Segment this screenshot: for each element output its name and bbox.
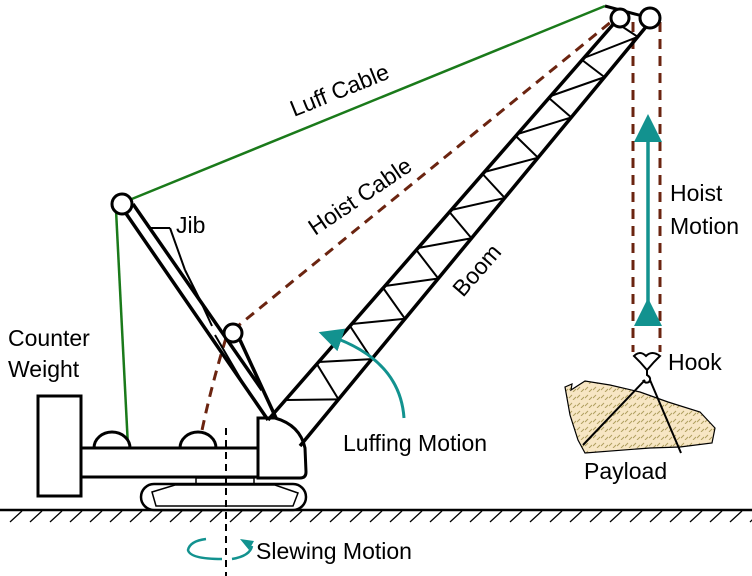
boom-lattice-strut [318, 358, 372, 363]
ground-hatch [409, 510, 423, 523]
ground-hatch [589, 510, 603, 523]
slewing-arrowhead [240, 539, 254, 550]
dome-right [178, 430, 218, 449]
boom-lattice-strut [451, 196, 505, 211]
ground-hatch [49, 510, 63, 523]
ground-hatch [489, 510, 503, 523]
boom-lattice-strut [384, 277, 439, 287]
boom-pulley-inner [609, 7, 631, 29]
jib [123, 203, 278, 421]
boom-lattice-strut [285, 398, 339, 401]
boom-lattice-strut [517, 116, 572, 135]
ground-hatch [529, 510, 543, 523]
ground-hatch [29, 510, 43, 523]
ground-hatch [129, 510, 143, 523]
ground-hatch [449, 510, 463, 523]
ground-hatch [249, 510, 263, 523]
payload [564, 380, 716, 454]
boom-lattice-strut [548, 97, 572, 119]
boom-lattice-strut [415, 249, 440, 280]
ground [0, 508, 752, 523]
ground-hatch [149, 510, 163, 523]
slings [582, 379, 682, 454]
crane-beam [79, 446, 261, 479]
ground-hatch [669, 510, 683, 523]
boom-lattice-strut [351, 317, 406, 325]
jib-top-pulley [110, 192, 134, 216]
slewing-motion-label: Slewing Motion [256, 538, 412, 564]
luffing-motion-label: Luffing Motion [343, 430, 487, 456]
payload-label: Payload [584, 458, 667, 484]
ground-hatch [209, 510, 223, 523]
luffing-motion-arrow [318, 328, 406, 419]
ground-hatch [169, 510, 183, 523]
ground-hatch [469, 510, 483, 523]
boom-lattice-strut [448, 211, 473, 239]
ground-hatch [89, 510, 103, 523]
counter-weight-label-2: Weight [8, 356, 80, 382]
hook-icon [632, 352, 662, 384]
ground-hatch [429, 510, 443, 523]
ground-hatch [289, 510, 303, 523]
dome-left [92, 430, 132, 449]
hoist-motion-label-2: Motion [670, 213, 739, 239]
ground-hatch [629, 510, 643, 523]
boom-lattice-strut [316, 363, 340, 400]
ground-hatch [569, 510, 583, 523]
ground-hatch [309, 510, 323, 523]
ground-hatch [549, 510, 563, 523]
luff-cable-label: Luff Cable [286, 58, 393, 121]
ground-hatch [609, 510, 623, 523]
boom-tip-pulley [638, 6, 662, 30]
boom-lattice-strut [481, 173, 506, 199]
ground-hatch [709, 510, 723, 523]
ground-hatch [389, 510, 403, 523]
boom-lattice-strut [550, 76, 605, 97]
hook-label: Hook [668, 349, 722, 375]
boom-lattice-strut [417, 237, 472, 249]
ground-hatch [509, 510, 523, 523]
boom-lattice-strut [581, 59, 606, 78]
hoist-motion-label-1: Hoist [670, 180, 723, 206]
ground-hatch [189, 510, 203, 523]
ground-hatch [69, 510, 83, 523]
ground-hatch [729, 510, 743, 523]
slewing-motion-arrow [186, 537, 254, 561]
ground-hatch [689, 510, 703, 523]
ground-hatch [349, 510, 363, 523]
counter-weight [36, 394, 83, 498]
boom-lattice-strut [484, 156, 539, 173]
ground-hatch [229, 510, 243, 523]
crawler-track [139, 477, 308, 512]
boom-lattice-strut [382, 287, 406, 320]
ground-hatch [9, 510, 23, 523]
hoist-cable [198, 15, 662, 441]
crane-cab [256, 416, 308, 480]
counter-weight-label-1: Counter [8, 325, 90, 351]
boom-lattice-strut [515, 135, 539, 159]
ground-hatch [649, 510, 663, 523]
luff-cable [114, 4, 606, 448]
ground-hatch [329, 510, 343, 523]
ground-hatch [109, 510, 123, 523]
ground-hatch [369, 510, 383, 523]
jib-pulley [222, 322, 244, 344]
boom-lattice-strut [583, 35, 639, 59]
boom-label: Boom [447, 239, 506, 301]
jib-label: Jib [176, 212, 205, 238]
ground-hatch [269, 510, 283, 523]
